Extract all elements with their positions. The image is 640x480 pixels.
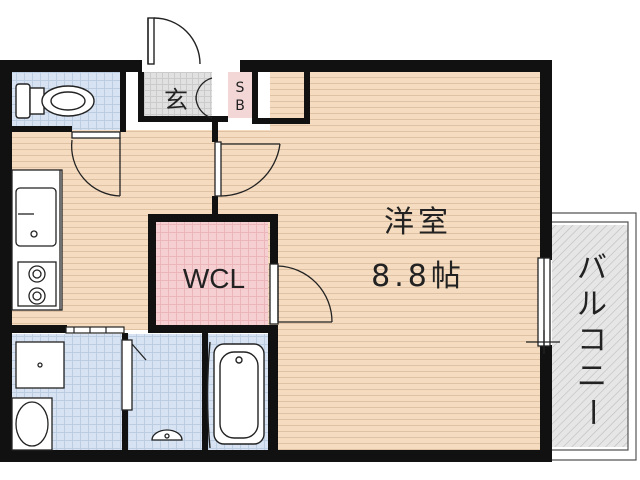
wcl-door	[269, 263, 333, 325]
balcony-window	[526, 257, 560, 354]
toilet-door	[70, 131, 121, 197]
washbasin	[11, 397, 53, 451]
washroom-door	[65, 326, 125, 334]
western-room-size: 8.8帖	[371, 259, 465, 294]
balcony-label-char: ー	[574, 397, 609, 427]
balcony-outline	[548, 212, 637, 461]
balcony-floor	[552, 225, 628, 447]
room-door	[214, 141, 281, 197]
bathtub	[206, 341, 265, 449]
balcony-label-char: ル	[577, 287, 607, 322]
wcl-floor	[155, 222, 268, 325]
balcony-label-char: バ	[577, 251, 607, 286]
shoe-box-floor	[228, 72, 252, 118]
wcl-label: WCL	[183, 263, 245, 294]
balcony-label-char: ニ	[577, 359, 607, 394]
entrance-label: 玄	[164, 86, 188, 114]
balcony-label-char: コ	[577, 323, 607, 358]
walls	[0, 60, 552, 462]
western-room-floor	[270, 70, 542, 450]
washing-machine	[15, 341, 65, 389]
shoe-box-label-s: S	[236, 80, 245, 96]
toilet	[15, 83, 95, 119]
western-room-label: 洋室	[384, 205, 452, 240]
hall-door	[195, 77, 213, 119]
kitchen-counter	[11, 169, 63, 311]
entrance-door	[147, 17, 201, 65]
shoe-box-label-b: B	[235, 98, 245, 114]
floor-drain	[151, 429, 183, 441]
bathroom-door	[121, 339, 147, 411]
entrance-floor	[142, 72, 212, 120]
